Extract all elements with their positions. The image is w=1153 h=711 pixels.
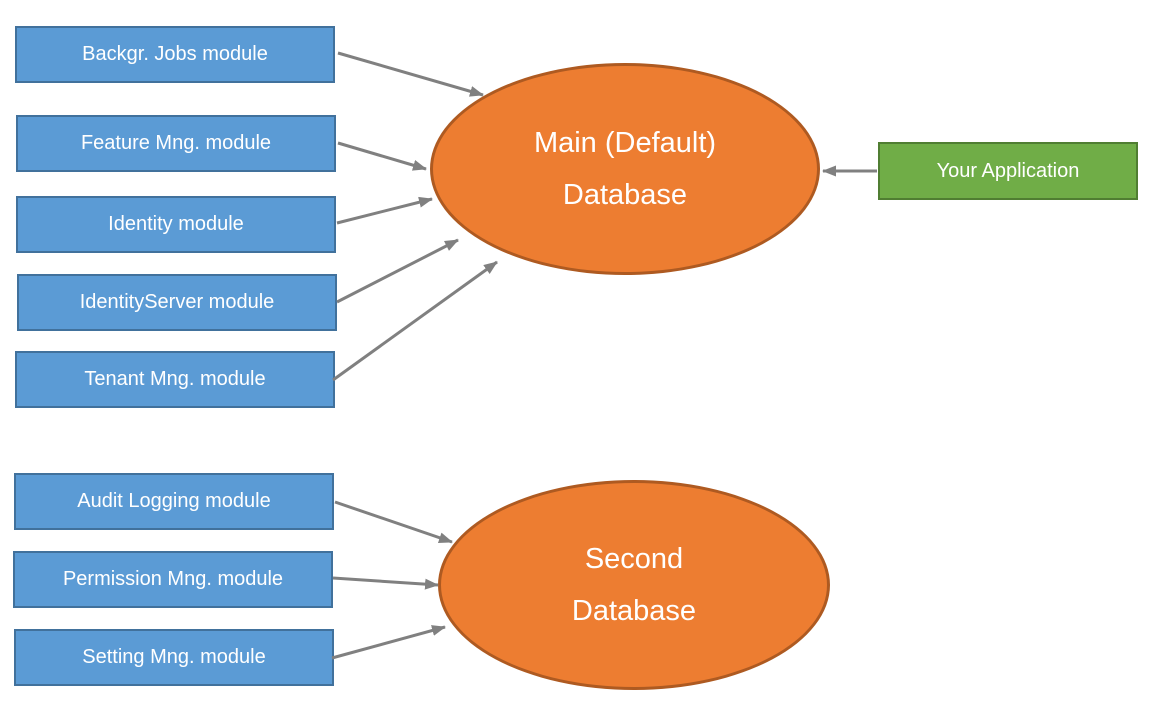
module-label-identity: Identity module — [108, 213, 244, 235]
module-box-identityserver: IdentityServer module — [17, 274, 337, 331]
module-box-tenant-management: Tenant Mng. module — [15, 351, 335, 408]
module-label-tenant-management: Tenant Mng. module — [84, 368, 266, 390]
arrow-permission-management-to-second-db — [332, 576, 439, 590]
arrow-audit-logging-to-second-db — [334, 500, 453, 544]
arrow-identity-to-main-db — [336, 196, 433, 225]
module-label-audit-logging: Audit Logging module — [77, 490, 271, 512]
module-box-setting-management: Setting Mng. module — [14, 629, 334, 686]
module-label-permission-management: Permission Mng. module — [62, 568, 284, 590]
module-label-feature-management: Feature Mng. module — [80, 132, 272, 154]
main-database-ellipse: Main (Default) Database — [430, 63, 820, 275]
module-box-background-jobs: Backgr. Jobs module — [15, 26, 335, 83]
your-application-box: Your Application — [878, 142, 1138, 200]
module-box-feature-management: Feature Mng. module — [16, 115, 336, 172]
your-application-label: Your Application — [936, 159, 1080, 182]
arrow-setting-management-to-second-db — [331, 625, 446, 660]
main-database-label-line2: Database — [562, 179, 688, 211]
main-database-label-line1: Main (Default) — [533, 127, 717, 159]
second-database-label-line2: Database — [571, 595, 697, 627]
second-database-label-line1: Second — [584, 543, 684, 575]
arrow-identityserver-to-main-db — [336, 238, 459, 304]
module-box-audit-logging: Audit Logging module — [14, 473, 334, 530]
module-box-permission-management: Permission Mng. module — [13, 551, 333, 608]
module-label-background-jobs: Backgr. Jobs module — [82, 43, 268, 65]
second-database-ellipse: Second Database — [438, 480, 830, 690]
arrow-tenant-management-to-main-db — [332, 260, 498, 382]
arrow-feature-management-to-main-db — [337, 141, 427, 171]
module-label-identityserver: IdentityServer module — [79, 291, 275, 313]
arrow-background-jobs-to-main-db — [337, 51, 484, 97]
module-box-identity: Identity module — [16, 196, 336, 253]
module-label-setting-management: Setting Mng. module — [82, 646, 266, 668]
